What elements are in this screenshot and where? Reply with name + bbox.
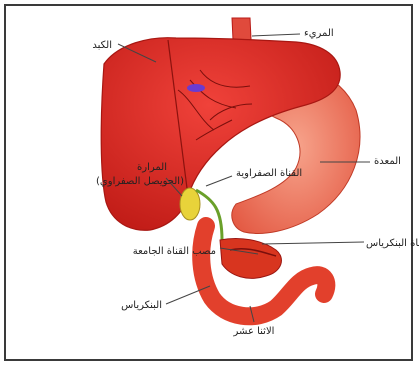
label-pancreatic-duct: قناة البنكرياس: [366, 238, 419, 249]
label-bile-duct: القناة الصفراوية: [236, 168, 302, 179]
label-common-duct-outlet: مصب القناة الجامعة: [133, 246, 216, 257]
label-liver: الكبد: [92, 40, 112, 51]
liver-blue-vessel: [187, 84, 205, 92]
pancreas: [220, 238, 281, 278]
label-stomach: المعدة: [374, 156, 401, 167]
label-esophagus: المريء: [304, 28, 334, 39]
label-gallbladder-2: (الحويصل الصفراوي): [96, 176, 184, 187]
label-pancreas: البنكرياس: [121, 300, 162, 311]
label-duodenum: الاثنا عشر: [233, 326, 275, 337]
gallbladder: [180, 188, 200, 220]
label-gallbladder-1: المرارة: [137, 162, 167, 173]
